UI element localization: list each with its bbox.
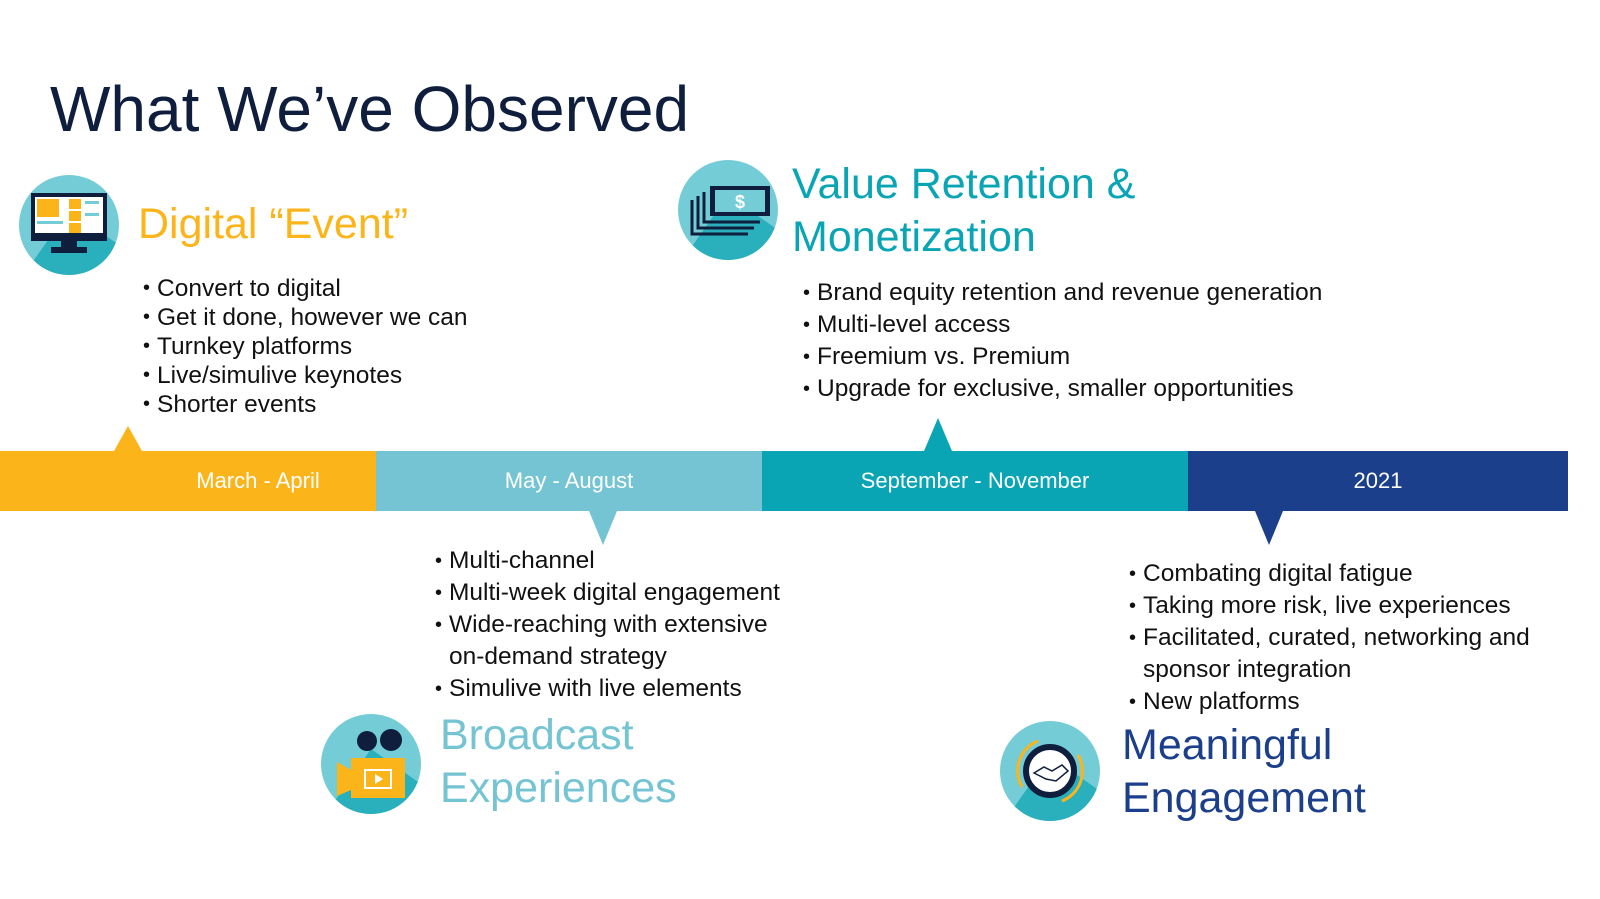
timeline-label: March - April	[196, 468, 320, 493]
heading-line: Meaningful	[1122, 721, 1333, 769]
marker-may-august	[589, 511, 617, 545]
heading-line: Engagement	[1122, 774, 1366, 822]
broadcast-heading: Broadcast Experiences	[440, 709, 677, 815]
bullet-continuation: sponsor integration	[1143, 656, 1352, 683]
bullet: New platforms	[1129, 686, 1530, 718]
bullet: Freemium vs. Premium	[803, 341, 1322, 373]
timeline-label: 2021	[1353, 468, 1403, 493]
timeline-label: May - August	[504, 468, 634, 493]
page-title: What We’ve Observed	[50, 73, 690, 145]
heading-line: Monetization	[792, 213, 1036, 261]
bullet: Multi-channel	[435, 545, 780, 577]
bullet: Taking more risk, live experiences	[1129, 590, 1530, 622]
bullet: Upgrade for exclusive, smaller opportuni…	[803, 373, 1322, 405]
bullet: Combating digital fatigue	[1129, 558, 1530, 590]
meaningful-heading: Meaningful Engagement	[1122, 719, 1366, 825]
bullet-continuation: on-demand strategy	[449, 643, 667, 670]
video-camera-icon	[321, 714, 421, 814]
broadcast-bullets: Multi-channel Multi-week digital engagem…	[435, 545, 780, 705]
timeline-label: September - November	[860, 468, 1090, 493]
bullet: Turnkey platforms	[143, 332, 468, 361]
bullet: Live/simulive keynotes	[143, 361, 468, 390]
digital-event-bullets: Convert to digital Get it done, however …	[143, 274, 468, 419]
bullet: Brand equity retention and revenue gener…	[803, 277, 1322, 309]
timeline-march-april: March - April	[0, 451, 376, 511]
marker-march-april	[114, 426, 142, 451]
bullet: Multi-week digital engagement	[435, 577, 780, 609]
timeline-september-november: September - November	[762, 451, 1188, 511]
timeline-may-august: May - August	[376, 451, 762, 511]
monitor-icon	[19, 175, 119, 275]
value-retention-bullets: Brand equity retention and revenue gener…	[803, 277, 1322, 405]
timeline-2021: 2021	[1188, 451, 1568, 511]
bullet: Get it done, however we can	[143, 303, 468, 332]
bullet: Simulive with live elements	[435, 673, 780, 705]
handshake-icon	[1000, 721, 1100, 821]
meaningful-bullets: Combating digital fatigue Taking more ri…	[1129, 558, 1530, 718]
value-retention-heading: Value Retention & Monetization	[792, 158, 1135, 264]
bullet: Facilitated, curated, networking and	[1129, 622, 1530, 654]
marker-2021	[1255, 511, 1283, 545]
bullet: Shorter events	[143, 390, 468, 419]
heading-line: Broadcast	[440, 711, 634, 759]
bullet: Multi-level access	[803, 309, 1322, 341]
bullet: Convert to digital	[143, 274, 468, 303]
heading-line: Experiences	[440, 764, 677, 812]
marker-september-november	[924, 418, 952, 451]
svg-text:$: $	[735, 192, 745, 212]
bullet: Wide-reaching with extensive	[435, 609, 780, 641]
heading-line: Value Retention &	[792, 160, 1136, 208]
digital-event-heading: Digital “Event”	[138, 200, 409, 248]
money-icon: $	[678, 160, 778, 260]
